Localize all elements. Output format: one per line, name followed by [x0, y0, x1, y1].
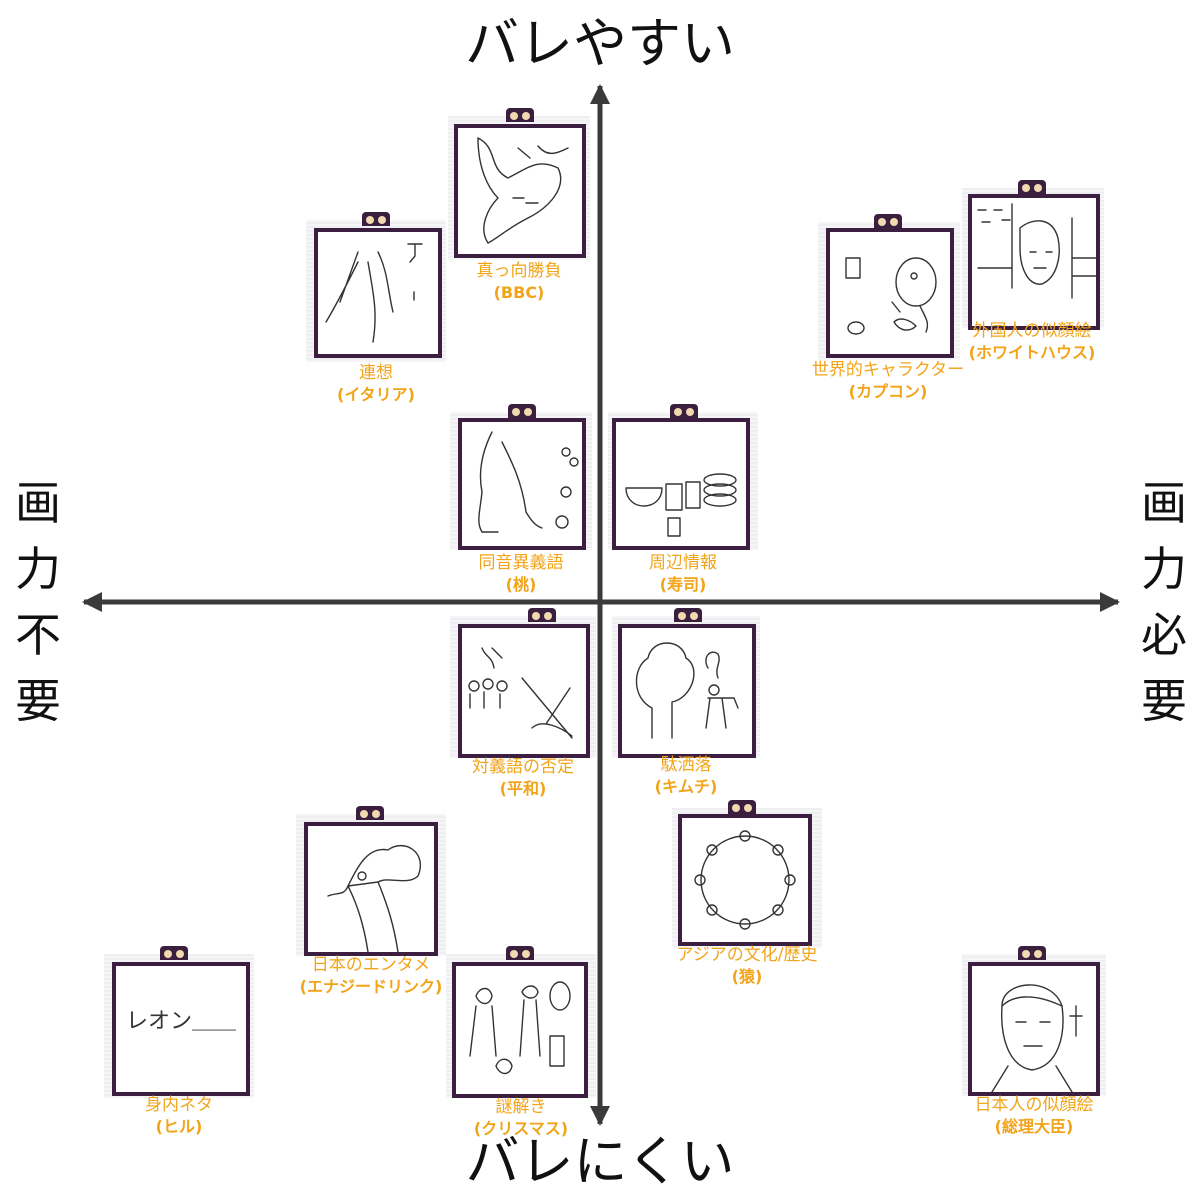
- card-drawing: [458, 418, 586, 550]
- card-gaikoku: 外国人の似顔絵 (ホワイトハウス): [962, 180, 1104, 362]
- card-drawing: [314, 228, 442, 358]
- card-nazotoki: 謎解き (クリスマス): [446, 946, 596, 1138]
- card-douon: 同音異義語 (桃): [450, 404, 592, 594]
- card-example: (ヒル): [155, 1117, 203, 1136]
- axis-label-top: バレやすい: [465, 12, 735, 75]
- card-title: 謎解き: [495, 1097, 547, 1117]
- card-drawing: [612, 418, 750, 550]
- card-taigi: 対義語の否定 (平和): [450, 608, 596, 798]
- card-drawing: [454, 124, 586, 258]
- card-example: (平和): [499, 779, 547, 798]
- card-example: (桃): [505, 575, 537, 594]
- card-title: 外国人の似顔絵: [972, 321, 1092, 341]
- card-example: (猿): [731, 967, 763, 986]
- card-shuhen: 周辺情報 (寿司): [608, 404, 758, 594]
- card-renso: 連想 (イタリア): [306, 212, 446, 404]
- card-makkou: 真っ向勝負 (BBC): [448, 108, 590, 302]
- card-title: 駄洒落: [660, 755, 712, 775]
- card-example: (クリスマス): [473, 1119, 569, 1138]
- card-drawing: [968, 194, 1100, 330]
- card-example: (ホワイトハウス): [968, 343, 1096, 362]
- card-title: 周辺情報: [649, 553, 717, 573]
- card-title: アジアの文化/歴史: [676, 945, 818, 965]
- card-drawing: レオン＿＿: [112, 962, 250, 1096]
- card-title: 日本人の似顔絵: [974, 1095, 1094, 1115]
- card-example: (イタリア): [337, 385, 415, 404]
- card-drawing: [458, 624, 590, 758]
- card-title: 日本のエンタメ: [311, 955, 431, 975]
- card-dajare: 駄洒落 (キムチ): [612, 608, 760, 796]
- card-drawing: [304, 822, 438, 956]
- card-example: (エナジードリンク): [299, 977, 443, 996]
- card-entame: 日本のエンタメ (エナジードリンク): [296, 806, 446, 996]
- card-example: (寿司): [659, 575, 707, 594]
- card-example: (キムチ): [654, 777, 718, 796]
- card-example: (総理大臣): [994, 1117, 1074, 1136]
- card-asia: アジアの文化/歴史 (猿): [672, 800, 822, 986]
- card-title: 連想: [359, 363, 393, 383]
- card-miuchi: レオン＿＿ 身内ネタ (ヒル): [104, 946, 254, 1136]
- drawing-text: レオン＿＿: [126, 1009, 236, 1034]
- axis-label-bottom: バレにくい: [465, 1130, 735, 1193]
- card-title: 身内ネタ: [145, 1095, 213, 1115]
- card-sekai: 世界的キャラクター (カプコン): [812, 214, 964, 401]
- card-title: 対義語の否定: [472, 757, 574, 777]
- axis-label-left: 画力不要: [15, 476, 61, 728]
- card-drawing: [826, 228, 954, 358]
- card-nihonjin: 日本人の似顔絵 (総理大臣): [962, 946, 1106, 1136]
- axis-label-right: 画力必要: [1141, 476, 1187, 728]
- card-example: (BBC): [493, 283, 545, 302]
- card-example: (カプコン): [848, 382, 928, 401]
- card-drawing: [618, 624, 756, 758]
- card-title: 真っ向勝負: [476, 261, 562, 281]
- card-drawing: [968, 962, 1100, 1096]
- card-drawing: [678, 814, 812, 946]
- card-title: 同音異義語: [478, 553, 564, 573]
- card-drawing: [452, 962, 588, 1098]
- card-title: 世界的キャラクター: [811, 360, 965, 380]
